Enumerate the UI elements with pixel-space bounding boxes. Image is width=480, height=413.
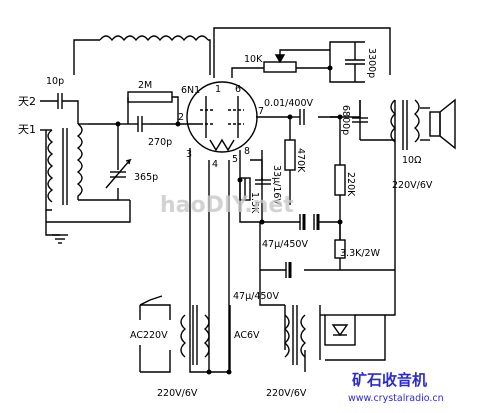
- label-pin5: 5: [232, 154, 238, 165]
- label-c6800p: 6800p: [340, 105, 351, 135]
- resistor-10k: [263, 61, 297, 73]
- brand-title: 矿石收音机: [352, 371, 427, 389]
- label-r2m: 2M: [138, 80, 152, 91]
- resistor-3k3: [334, 239, 346, 259]
- vacuum-tube-6n1: [186, 81, 258, 153]
- coils: [46, 99, 420, 365]
- label-c3300p: 3300p: [366, 48, 377, 78]
- brand-url: www.crystalradio.cn: [348, 393, 444, 404]
- label-pt1: 220V/6V: [157, 388, 198, 399]
- power-switch: [139, 295, 163, 306]
- label-pin6: 6: [235, 84, 241, 95]
- label-r1k5: 1.5K: [249, 192, 260, 214]
- label-r33k: 3.3K/2W: [340, 248, 381, 259]
- label-ant1: 天1: [18, 123, 36, 136]
- watermark: haoDIY.net: [160, 193, 294, 218]
- resistor-470k: [284, 139, 296, 171]
- ground-symbol: [52, 234, 68, 244]
- resistor-1k5: [239, 177, 251, 201]
- label-r470k: 470K: [295, 148, 306, 173]
- label-pin4: 4: [212, 159, 218, 170]
- junction-dots: [115, 65, 343, 375]
- label-pin1: 1: [215, 84, 221, 95]
- resistor-2m: [127, 91, 173, 103]
- label-c47u-b: 47μ/450V: [233, 291, 279, 302]
- label-pin3: 3: [186, 149, 192, 160]
- label-c10p: 10p: [46, 76, 64, 87]
- label-c47u-a: 47μ/450V: [262, 239, 308, 250]
- label-tube: 6N1: [181, 85, 200, 96]
- label-pin2: 2: [178, 112, 184, 123]
- speaker: [429, 98, 456, 150]
- capacitors: [57, 42, 368, 278]
- label-r10k: 10K: [244, 54, 263, 65]
- label-ac220: AC220V: [130, 330, 168, 341]
- label-ac6: AC6V: [234, 330, 260, 341]
- label-spk: 10Ω: [402, 155, 421, 166]
- label-ant2: 天2: [18, 95, 36, 108]
- resistors: [127, 54, 346, 259]
- label-pin7: 7: [258, 106, 264, 117]
- label-r220k: 220K: [345, 172, 356, 197]
- label-c365p: 365p: [134, 172, 158, 183]
- label-pt2: 220V/6V: [266, 388, 307, 399]
- label-c001: 0.01/400V: [264, 98, 313, 109]
- label-c270p: 270p: [148, 137, 172, 148]
- label-c33u: 33μ/16V: [271, 165, 282, 205]
- bridge-rectifier: [324, 314, 356, 346]
- label-ot: 220V/6V: [392, 180, 433, 191]
- wires: [40, 27, 430, 373]
- label-pin8: 8: [244, 146, 250, 157]
- resistor-220k: [334, 164, 346, 196]
